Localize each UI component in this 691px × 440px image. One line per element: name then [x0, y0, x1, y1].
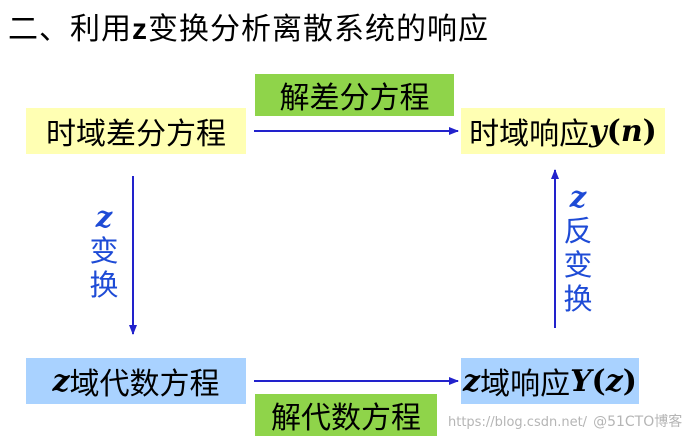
z-alg-z: z: [52, 363, 70, 399]
label-z-transform-z: z: [95, 200, 113, 234]
label-z-transform-c1: 变: [89, 234, 119, 268]
z-response-Y: Y: [570, 363, 592, 399]
label-z-transform-c2: 换: [89, 268, 119, 302]
z-response-zz: z: [605, 363, 623, 399]
time-response-y: y: [589, 113, 607, 149]
watermark: https://blog.csdn.net/ @51CTO博客: [448, 411, 682, 431]
box-solve-difference-equation-label: 解差分方程: [279, 81, 430, 116]
watermark-url: https://blog.csdn.net/: [448, 415, 588, 430]
time-response-open: (: [606, 113, 621, 149]
time-response-text: 时域响应: [469, 117, 590, 152]
label-inverse-z-transform-z: z: [569, 180, 587, 214]
box-solve-difference-equation: 解差分方程: [255, 74, 454, 116]
z-response-z: z: [463, 363, 481, 399]
label-inverse-z-transform-c3: 换: [563, 282, 593, 316]
time-response-close: ): [642, 113, 657, 149]
watermark-brand: @51CTO博客: [593, 414, 683, 430]
box-time-difference-equation: 时域差分方程: [26, 108, 246, 154]
time-response-n: n: [620, 113, 643, 149]
label-inverse-z-transform-c2: 变: [563, 248, 593, 282]
label-inverse-z-transform: z 反 变 换: [558, 180, 598, 316]
z-response-open: (: [591, 363, 606, 399]
box-time-difference-equation-label: 时域差分方程: [46, 117, 226, 152]
z-response-close: ): [622, 363, 637, 399]
title-suffix: 变换分析离散系统的响应: [148, 12, 489, 47]
z-response-text: 域响应: [480, 367, 571, 402]
box-solve-algebraic-equation-label: 解代数方程: [271, 401, 421, 436]
title-prefix: 二、利用: [8, 12, 132, 47]
z-alg-text: 域代数方程: [69, 367, 220, 402]
box-solve-algebraic-equation: 解代数方程: [255, 394, 437, 436]
label-inverse-z-transform-c1: 反: [563, 214, 593, 248]
label-z-transform: z 变 换: [84, 200, 124, 302]
slide-title: 二、利用z变换分析离散系统的响应: [8, 4, 489, 48]
title-z: z: [132, 13, 148, 46]
